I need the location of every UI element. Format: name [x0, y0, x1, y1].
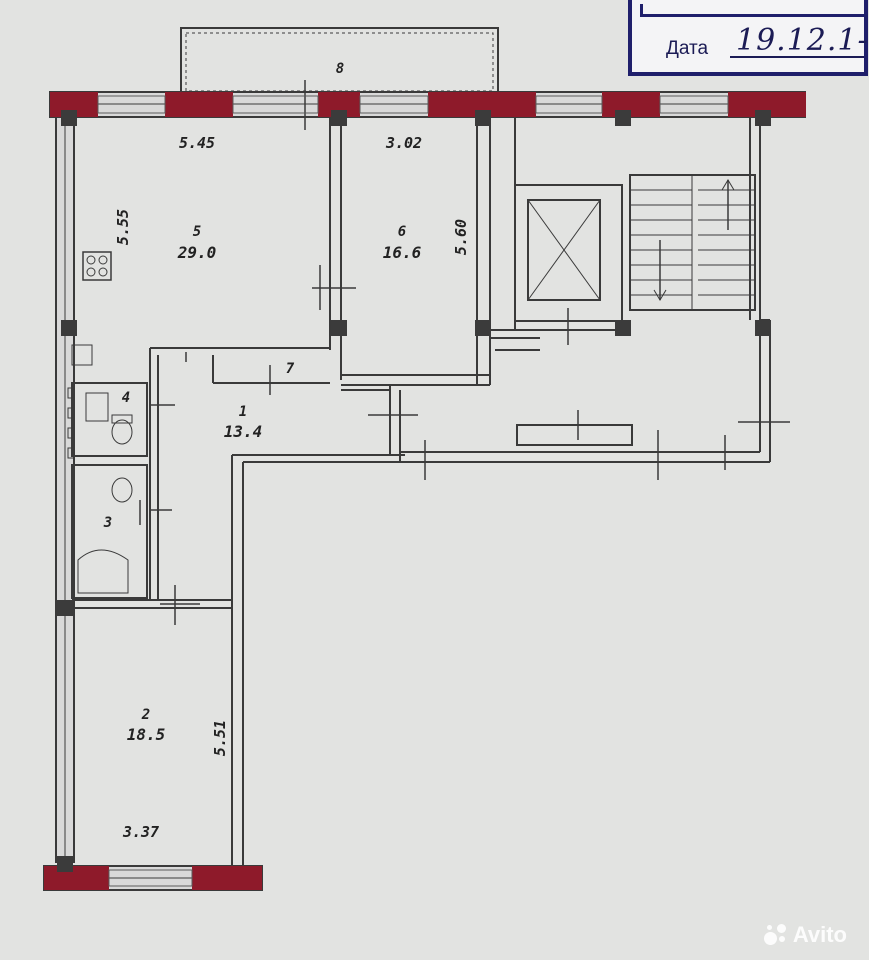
date-label: Дата: [666, 38, 709, 59]
column: [615, 320, 631, 336]
room-6-area: 16.6: [383, 243, 422, 262]
room-3-outline: [71, 464, 148, 599]
column: [57, 856, 73, 872]
column: [57, 600, 73, 616]
room-4-outline: [71, 382, 148, 457]
room-5-number: 5: [193, 224, 201, 240]
room-8-number: 8: [336, 61, 344, 77]
room-2-number: 2: [141, 707, 150, 723]
room-1-number: 1: [239, 404, 247, 420]
column: [615, 110, 631, 126]
dimension-room-5-width: 5.45: [179, 134, 215, 152]
window-frame: [44, 866, 109, 890]
column: [61, 110, 77, 126]
dimension-room-6-width: 3.02: [385, 134, 422, 152]
window-frame: [165, 92, 233, 117]
avito-watermark: Avito: [763, 922, 847, 948]
room-5-area: 29.0: [177, 243, 217, 262]
column: [755, 110, 771, 126]
column: [61, 320, 77, 336]
room-4-number: 4: [122, 390, 130, 406]
window-frame: [192, 866, 262, 890]
column: [475, 320, 491, 336]
column: [331, 320, 347, 336]
avito-logo-icon: [763, 924, 788, 946]
avito-text: Avito: [792, 922, 847, 947]
dimension-room-6-depth: 5.60: [452, 219, 470, 255]
dimension-room-2-width: 3.37: [122, 823, 159, 841]
dimension-room-5-depth: 5.55: [114, 209, 132, 245]
room-1-area: 13.4: [224, 422, 263, 441]
room-7-number: 7: [286, 361, 295, 377]
column: [331, 110, 347, 126]
room-3-number: 3: [103, 515, 112, 531]
column: [475, 110, 491, 126]
dimension-room-2-depth: 5.51: [211, 720, 229, 756]
room-2-area: 18.5: [127, 725, 166, 744]
date-value: 19.12.1-: [736, 23, 869, 58]
date-stamp: Дата 19.12.1-: [628, 0, 868, 76]
stove: [82, 251, 112, 281]
column: [755, 320, 771, 336]
room-6-number: 6: [398, 224, 406, 240]
